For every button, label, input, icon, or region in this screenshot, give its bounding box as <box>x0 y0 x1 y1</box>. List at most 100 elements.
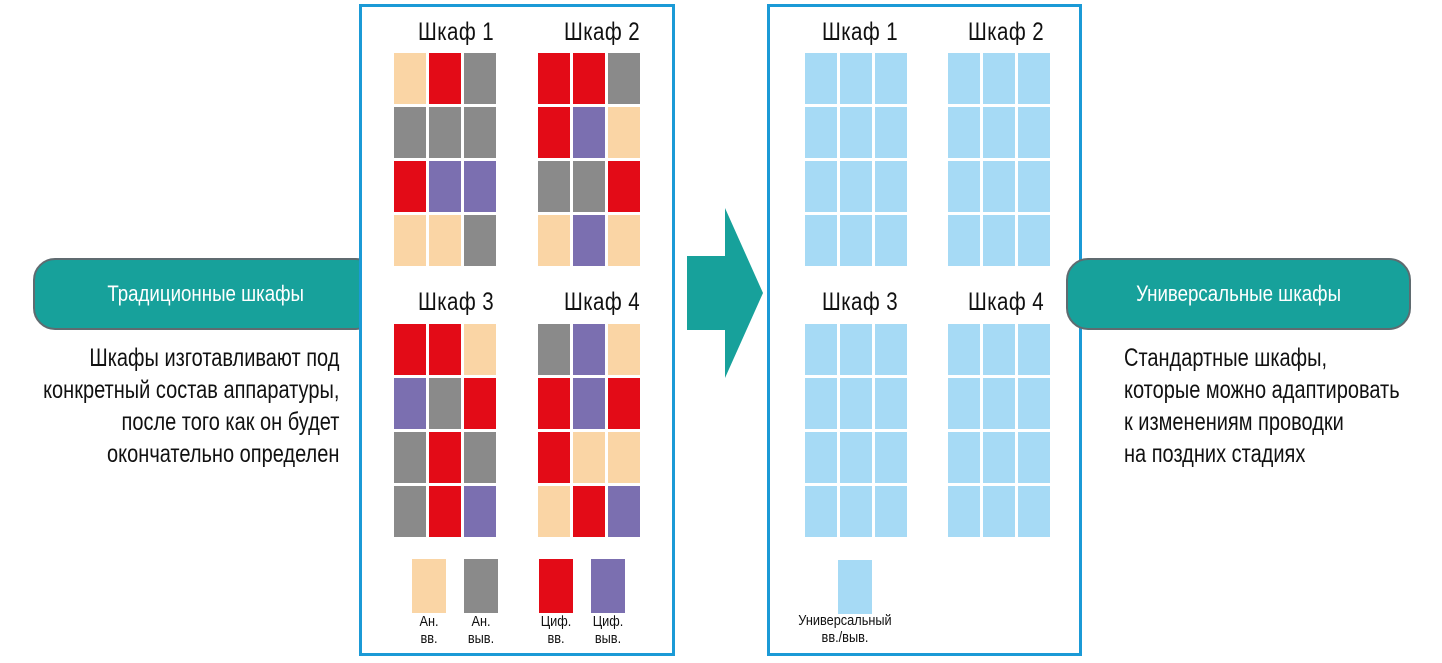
io-module-u <box>840 215 872 266</box>
io-module-di <box>429 53 461 104</box>
io-module-ai <box>394 53 426 104</box>
io-module-u <box>840 324 872 375</box>
io-module-u <box>805 324 837 375</box>
cabinet-title: Шкаф 1 <box>822 18 899 46</box>
io-module-u <box>983 215 1015 266</box>
io-module-di <box>464 378 496 429</box>
transition-arrow-icon <box>687 208 763 378</box>
cabinet-title: Шкаф 1 <box>418 18 495 46</box>
io-module-di <box>608 378 640 429</box>
io-module-do <box>573 215 605 266</box>
io-module-di <box>394 161 426 212</box>
io-module-do <box>429 161 461 212</box>
legend-label: Ан.вв. <box>404 613 455 647</box>
io-module-u <box>983 53 1015 104</box>
io-module-ao <box>394 107 426 158</box>
io-module-u <box>983 107 1015 158</box>
io-module-di <box>538 107 570 158</box>
cabinet-3-grid <box>805 324 907 537</box>
io-module-do <box>464 486 496 537</box>
io-module-u <box>875 107 907 158</box>
cabinet-4-grid <box>538 324 640 537</box>
io-module-u <box>875 432 907 483</box>
io-module-u <box>840 161 872 212</box>
cabinet-title: Шкаф 4 <box>968 288 1045 316</box>
io-module-u <box>875 53 907 104</box>
io-module-ai <box>464 324 496 375</box>
legend-swatch-ao <box>464 559 498 613</box>
io-module-ai <box>608 215 640 266</box>
io-module-ai <box>394 215 426 266</box>
io-module-do <box>573 378 605 429</box>
io-module-ai <box>429 215 461 266</box>
io-module-ai <box>573 432 605 483</box>
io-module-u <box>948 432 980 483</box>
io-module-u <box>948 215 980 266</box>
legend-label: Циф.вв. <box>531 613 582 647</box>
io-module-ao <box>429 378 461 429</box>
io-module-do <box>608 486 640 537</box>
io-module-u <box>805 432 837 483</box>
cabinet-2-grid <box>948 53 1050 266</box>
io-module-u <box>840 486 872 537</box>
io-module-di <box>394 324 426 375</box>
io-module-di <box>573 486 605 537</box>
legend-label-line: вв. <box>420 630 438 647</box>
legend-label-line: Универсальный <box>798 612 892 629</box>
io-module-u <box>983 378 1015 429</box>
io-module-u <box>983 324 1015 375</box>
io-module-u <box>948 486 980 537</box>
io-module-ao <box>394 432 426 483</box>
legend-label-line: Ан. <box>419 613 439 630</box>
io-module-di <box>429 486 461 537</box>
io-module-u <box>805 215 837 266</box>
io-module-u <box>1018 53 1050 104</box>
io-module-di <box>429 432 461 483</box>
io-module-di <box>538 378 570 429</box>
legend-swatch-do <box>591 559 625 613</box>
io-module-ao <box>464 432 496 483</box>
io-module-u <box>805 161 837 212</box>
cabinet-title: Шкаф 3 <box>822 288 899 316</box>
io-module-u <box>1018 324 1050 375</box>
legend-label-line: выв. <box>467 630 495 647</box>
cabinet-title: Шкаф 4 <box>564 288 641 316</box>
io-module-ao <box>394 486 426 537</box>
io-module-u <box>1018 161 1050 212</box>
cabinet-title: Шкаф 2 <box>564 18 641 46</box>
cabinet-1-grid <box>805 53 907 266</box>
legend-label-line: Ан. <box>471 613 491 630</box>
io-module-u <box>805 107 837 158</box>
io-module-di <box>538 53 570 104</box>
cabinet-4-grid <box>948 324 1050 537</box>
io-module-u <box>805 486 837 537</box>
legend-swatch-ai <box>412 559 446 613</box>
io-module-di <box>608 161 640 212</box>
io-module-ai <box>608 107 640 158</box>
io-module-do <box>573 107 605 158</box>
cabinet-title: Шкаф 3 <box>418 288 495 316</box>
io-module-ai <box>538 215 570 266</box>
io-module-u <box>948 107 980 158</box>
io-module-u <box>983 161 1015 212</box>
io-module-u <box>1018 432 1050 483</box>
io-module-do <box>464 161 496 212</box>
cabinet-3-grid <box>394 324 496 537</box>
io-module-u <box>875 324 907 375</box>
io-module-u <box>875 161 907 212</box>
io-module-ao <box>608 53 640 104</box>
io-module-di <box>538 432 570 483</box>
io-module-u <box>948 324 980 375</box>
io-module-u <box>805 53 837 104</box>
legend-label: Ан.выв. <box>456 613 507 647</box>
io-module-ao <box>464 53 496 104</box>
io-module-u <box>805 378 837 429</box>
legend-swatch-di <box>539 559 573 613</box>
io-module-u <box>1018 215 1050 266</box>
io-module-u <box>1018 378 1050 429</box>
io-module-do <box>573 324 605 375</box>
io-module-ao <box>464 215 496 266</box>
legend-label-line: Циф. <box>592 613 624 630</box>
